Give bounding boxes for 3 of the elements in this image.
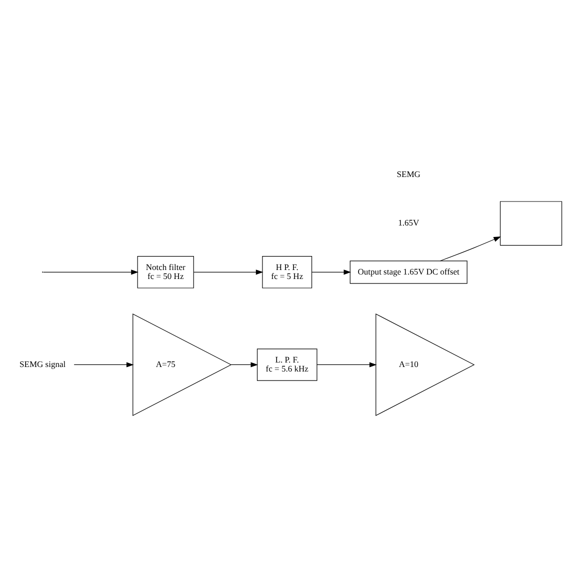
node-text: SEMG signal <box>20 358 66 368</box>
label: SEMG <box>396 168 420 178</box>
label: 1.65V <box>398 217 420 228</box>
